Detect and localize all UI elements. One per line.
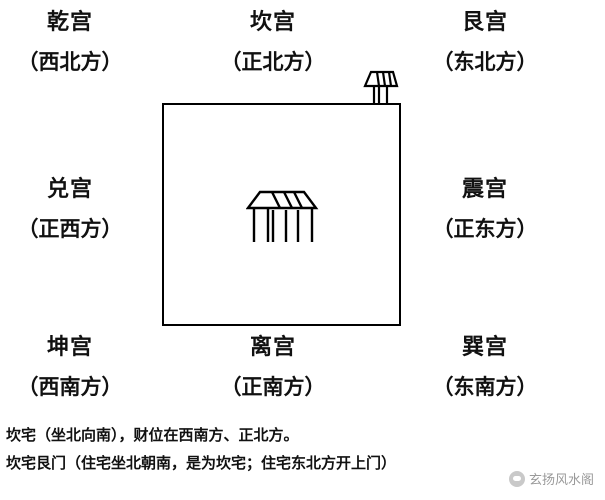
palace-northeast: 艮宫 （东北方） xyxy=(415,8,555,76)
watermark: 玄扬风水阁 xyxy=(505,468,597,489)
gate-icon xyxy=(363,70,399,104)
palace-south: 离宫 （正南方） xyxy=(203,333,343,401)
caption-line-1: 坎宅（坐北向南），财位在西南方、正北方。 xyxy=(6,426,299,444)
watermark-logo-icon xyxy=(508,470,525,487)
palace-direction: （西南方） xyxy=(17,374,123,399)
palace-name: 巽宫 xyxy=(461,334,508,360)
residence-plot-square xyxy=(162,103,401,326)
palace-name: 坤宫 xyxy=(46,334,93,360)
palace-north: 坎宫 （正北方） xyxy=(203,8,343,76)
caption-line-2: 坎宅艮门（住宅坐北朝南，是为坎宅；住宅东北方开上门） xyxy=(6,454,397,472)
palace-name: 坎宫 xyxy=(249,9,296,35)
palace-northwest: 乾宫 （西北方） xyxy=(0,8,140,76)
palace-direction: （正南方） xyxy=(220,374,326,399)
palace-direction: （正东方） xyxy=(432,216,538,241)
watermark-text: 玄扬风水阁 xyxy=(528,473,594,488)
palace-direction: （东北方） xyxy=(432,49,538,74)
palace-direction: （东南方） xyxy=(432,374,538,399)
palace-direction: （西北方） xyxy=(17,49,123,74)
palace-direction: （正西方） xyxy=(17,216,123,241)
palace-name: 乾宫 xyxy=(46,9,93,35)
palace-west: 兑宫 （正西方） xyxy=(0,175,140,243)
palace-name: 艮宫 xyxy=(461,9,508,35)
palace-direction: （正北方） xyxy=(220,49,326,74)
palace-name: 震宫 xyxy=(461,176,508,202)
palace-name: 离宫 xyxy=(249,334,296,360)
palace-southwest: 坤宫 （西南方） xyxy=(0,333,140,401)
house-icon xyxy=(246,190,319,242)
palace-name: 兑宫 xyxy=(46,176,93,202)
palace-southeast: 巽宫 （东南方） xyxy=(415,333,555,401)
palace-east: 震宫 （正东方） xyxy=(415,175,555,243)
